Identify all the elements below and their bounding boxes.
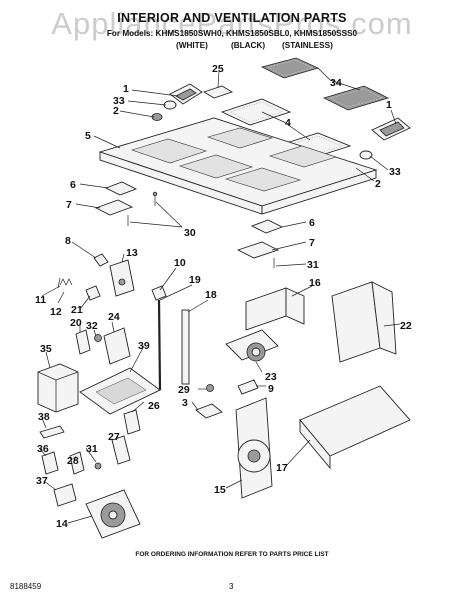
callout-33-left: 33	[113, 95, 125, 107]
part-bulb-right[interactable]	[359, 150, 373, 160]
part-spring-11-12[interactable]	[57, 277, 73, 289]
callout-5: 5	[85, 130, 91, 142]
part-lamp-lens-left[interactable]	[169, 83, 203, 105]
part-rod-19[interactable]	[157, 299, 162, 391]
part-27[interactable]	[111, 435, 131, 465]
part-bracket-25[interactable]	[202, 85, 234, 99]
callout-9: 9	[268, 383, 274, 395]
part-frame-5[interactable]	[98, 117, 378, 215]
part-duct-17[interactable]	[299, 385, 411, 470]
callout-8: 8	[65, 235, 71, 247]
ordering-note: FOR ORDERING INFORMATION REFER TO PARTS …	[135, 551, 329, 558]
callout-21: 21	[71, 304, 83, 316]
part-grease-filter-right[interactable]	[322, 85, 390, 111]
part-24[interactable]	[103, 327, 131, 365]
callout-18: 18	[205, 289, 217, 301]
part-32[interactable]	[94, 334, 102, 342]
callout-22: 22	[400, 320, 412, 332]
callout-12: 12	[50, 306, 62, 318]
callout-19: 19	[189, 274, 201, 286]
document-number: 8188459	[10, 582, 42, 591]
callout-15: 15	[214, 484, 226, 496]
callout-4: 4	[285, 117, 291, 129]
part-36[interactable]	[41, 451, 59, 475]
callout-23: 23	[265, 371, 277, 383]
callout-33-right: 33	[389, 166, 401, 178]
part-31-lower[interactable]	[94, 462, 102, 470]
part-lamp-lens-right[interactable]	[371, 117, 411, 141]
color-white: (WHITE)	[176, 41, 208, 50]
page-number: 3	[229, 582, 234, 591]
part-bracket-7-right[interactable]	[236, 241, 280, 268]
part-clip-9[interactable]	[237, 379, 259, 395]
callout-6-right: 6	[309, 217, 315, 229]
part-transformer-35[interactable]	[37, 363, 79, 413]
callout-1-left: 1	[123, 83, 129, 95]
callout-35: 35	[40, 343, 52, 355]
color-black: (BLACK)	[231, 41, 266, 50]
callout-37: 37	[36, 475, 48, 487]
callout-labels: 1 33 2 25 34 4 5 1 33 2 6 7 30 6 7 31 8 …	[35, 63, 412, 530]
callout-39: 39	[138, 340, 150, 352]
callout-3: 3	[182, 397, 188, 409]
part-fan-14[interactable]	[85, 489, 141, 539]
part-plate-6-right[interactable]	[250, 219, 284, 234]
callout-34: 34	[330, 77, 342, 89]
part-switch-8[interactable]	[93, 253, 109, 267]
part-plate-6-left[interactable]	[104, 181, 138, 196]
callout-20: 20	[70, 317, 82, 329]
callout-16: 16	[309, 277, 321, 289]
callout-25: 25	[212, 63, 224, 75]
callout-10: 10	[174, 257, 186, 269]
part-screw-30[interactable]	[152, 191, 158, 206]
callout-17: 17	[276, 462, 288, 474]
color-stainless: (STAINLESS)	[282, 41, 333, 50]
page-title: INTERIOR AND VENTILATION PARTS	[117, 11, 347, 25]
callout-1-right: 1	[386, 99, 392, 111]
callout-6-left: 6	[70, 179, 76, 191]
part-fan-housing-15[interactable]	[235, 397, 273, 499]
part-charcoal-filter-left[interactable]	[220, 98, 292, 126]
callout-36: 36	[37, 443, 49, 455]
part-bracket-7-left[interactable]	[94, 199, 134, 226]
callout-7-left: 7	[66, 199, 72, 211]
part-bracket-3[interactable]	[195, 403, 223, 419]
part-screw-29[interactable]	[206, 384, 214, 392]
callout-7-right: 7	[309, 237, 315, 249]
callout-2-left: 2	[113, 105, 119, 117]
callout-30: 30	[184, 227, 196, 239]
part-latch-13[interactable]	[109, 259, 135, 297]
callout-29: 29	[178, 384, 190, 396]
part-damper-16[interactable]	[245, 287, 305, 331]
part-20[interactable]	[75, 329, 91, 355]
callout-2-right: 2	[375, 178, 381, 190]
part-tube-18[interactable]	[181, 309, 190, 385]
part-grease-filter-top[interactable]	[260, 57, 320, 79]
part-38[interactable]	[39, 425, 65, 439]
part-37[interactable]	[53, 483, 77, 507]
model-list: For Models: KHMS1850SWH0, KHMS1850SBL0, …	[106, 29, 358, 38]
part-10[interactable]	[151, 285, 167, 301]
callout-14: 14	[56, 518, 68, 530]
part-panel-22[interactable]	[331, 281, 397, 363]
callout-27: 27	[108, 431, 120, 443]
callout-31-upper: 31	[307, 259, 319, 271]
callout-28: 28	[67, 455, 79, 467]
callout-38: 38	[38, 411, 50, 423]
leader-lines	[39, 67, 401, 524]
callout-31-lower: 31	[86, 443, 98, 455]
callout-26: 26	[148, 400, 160, 412]
part-motor-23[interactable]	[225, 329, 279, 362]
part-26[interactable]	[123, 409, 141, 435]
callout-13: 13	[126, 247, 138, 259]
callout-24: 24	[108, 311, 120, 323]
callout-11: 11	[35, 294, 46, 306]
callout-32: 32	[86, 320, 98, 332]
part-28[interactable]	[69, 451, 85, 475]
